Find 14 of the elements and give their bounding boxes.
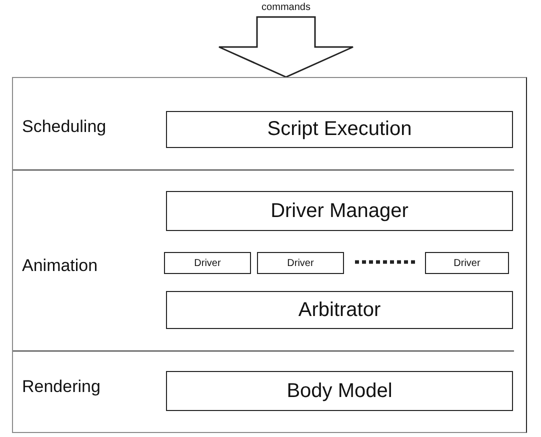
process-box: Body Model — [166, 371, 513, 411]
section-label: Rendering — [22, 377, 100, 397]
caption-label: commands — [250, 0, 322, 14]
process-box: Arbitrator — [166, 291, 513, 329]
section-label: Scheduling — [22, 117, 106, 137]
process-box: Driver Manager — [166, 191, 513, 231]
driver-box: Driver — [257, 252, 344, 274]
dotted-connector — [355, 260, 418, 264]
outer-box — [12, 77, 527, 433]
process-box: Script Execution — [166, 111, 513, 148]
driver-box: Driver — [164, 252, 251, 274]
block-arrow — [218, 16, 354, 78]
driver-box: Driver — [425, 252, 509, 274]
section-label: Animation — [22, 256, 98, 276]
